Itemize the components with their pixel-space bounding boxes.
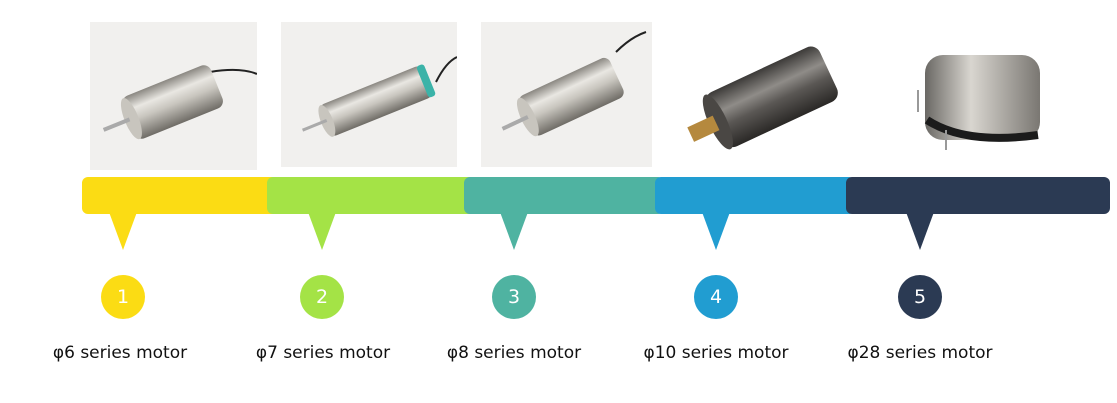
motor-photo-4 bbox=[675, 30, 855, 165]
step-number-2: 2 bbox=[300, 275, 344, 319]
timeline-segment-1 bbox=[82, 177, 282, 214]
motor-label-4: φ10 series motor bbox=[643, 343, 789, 363]
motor-photo-1 bbox=[90, 22, 257, 170]
pointer-3 bbox=[500, 212, 528, 250]
step-number-3: 3 bbox=[492, 275, 536, 319]
motor-label-2: φ7 series motor bbox=[255, 343, 391, 363]
timeline-segment-5 bbox=[846, 177, 1110, 214]
timeline-segment-4 bbox=[655, 177, 855, 214]
motor-label-1: φ6 series motor bbox=[52, 343, 188, 363]
motor-photo-2 bbox=[281, 22, 457, 167]
timeline-segment-2 bbox=[267, 177, 477, 214]
motor-photo-5 bbox=[905, 35, 1055, 155]
motor-photo-3 bbox=[481, 22, 652, 167]
motor-label-5: φ28 series motor bbox=[847, 343, 993, 363]
pointer-1 bbox=[109, 212, 137, 250]
step-number-4: 4 bbox=[694, 275, 738, 319]
step-number-5: 5 bbox=[898, 275, 942, 319]
pointer-4 bbox=[702, 212, 730, 250]
pointer-5 bbox=[906, 212, 934, 250]
motor-label-3: φ8 series motor bbox=[446, 343, 582, 363]
pointer-2 bbox=[308, 212, 336, 250]
step-number-1: 1 bbox=[101, 275, 145, 319]
timeline-segment-3 bbox=[464, 177, 664, 214]
